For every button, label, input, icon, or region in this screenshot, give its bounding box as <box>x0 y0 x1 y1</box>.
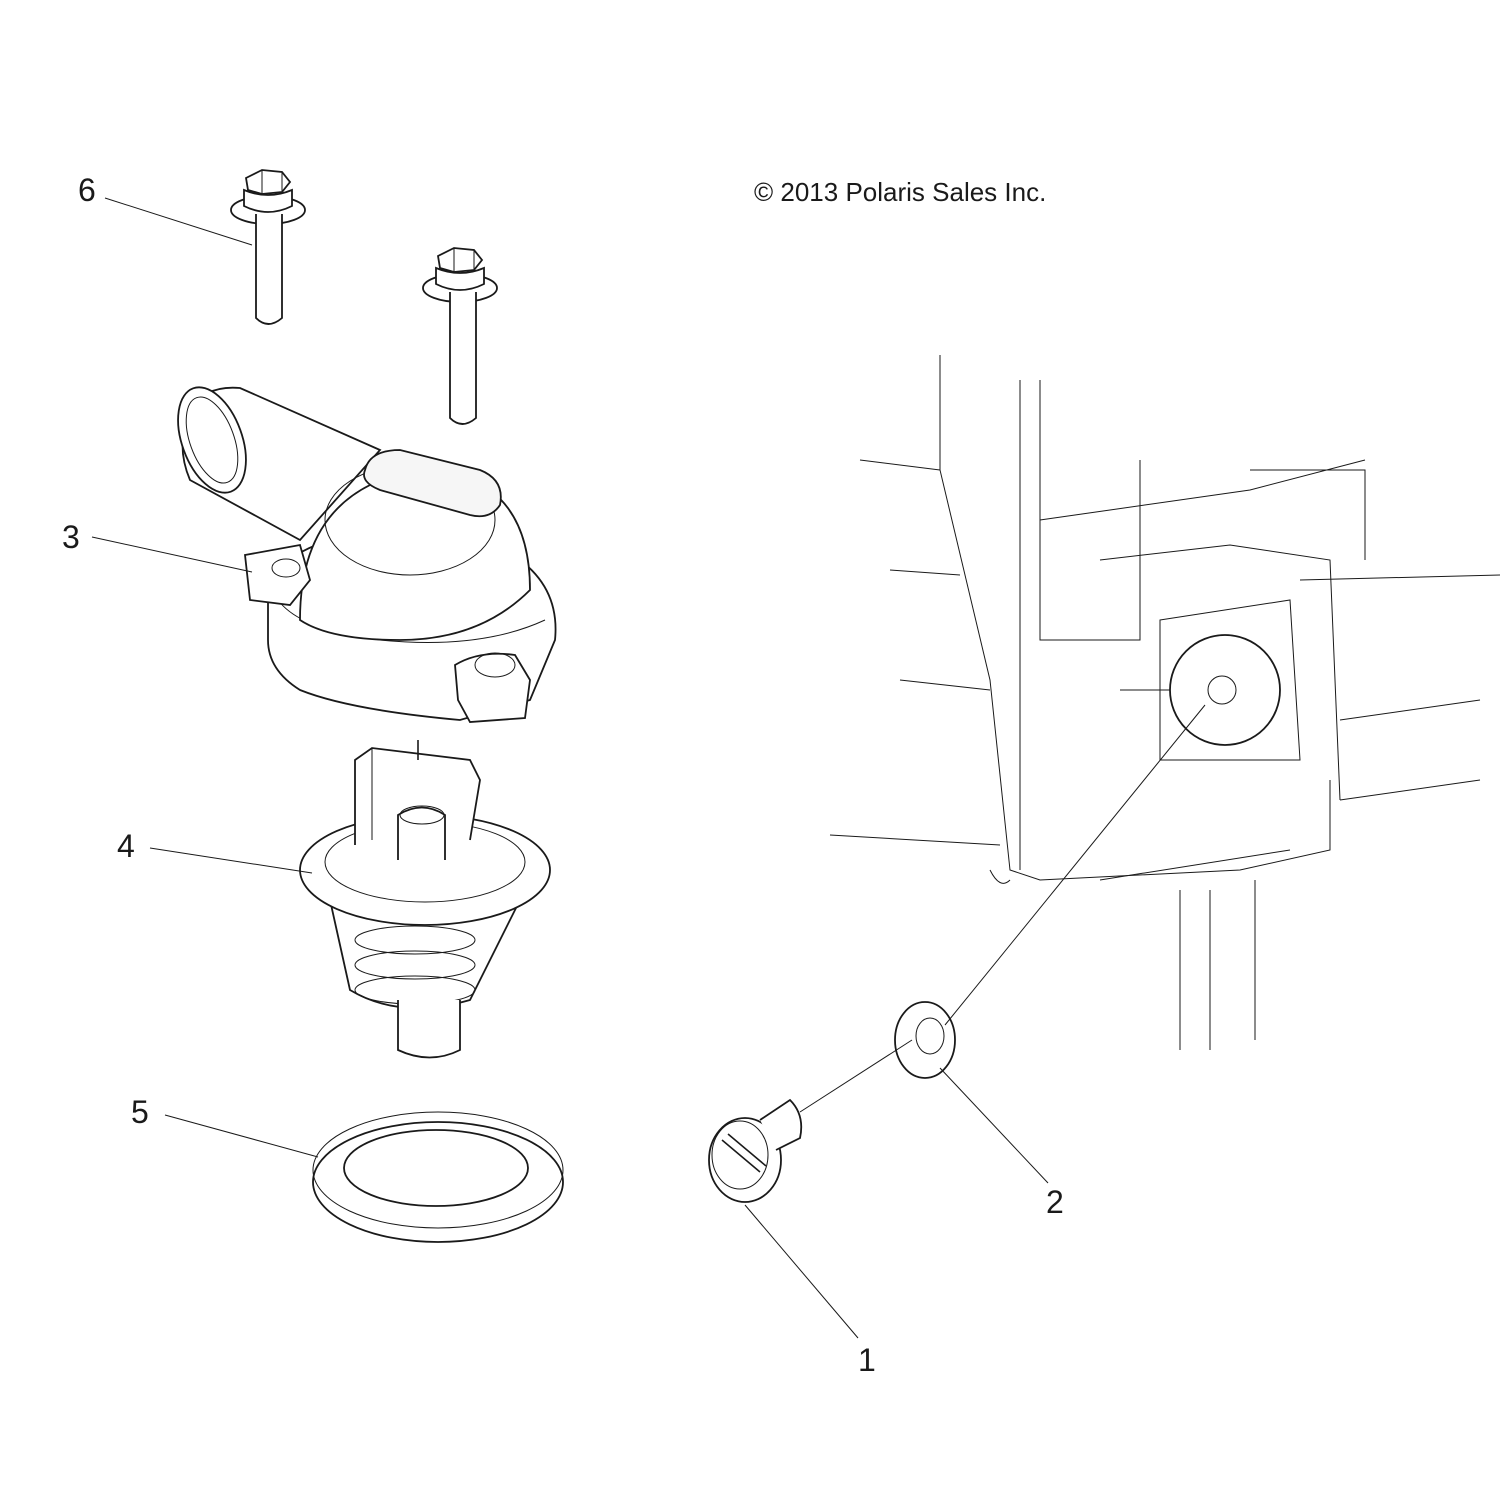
engine-block <box>829 355 1500 1050</box>
thermostat-part-4 <box>299 740 551 1059</box>
thermostat-housing-part-3 <box>177 386 557 723</box>
leader-line-4 <box>149 847 313 874</box>
centerline-washer <box>944 704 1206 1026</box>
callout-label-3: 3 <box>62 519 80 555</box>
callout-label-5: 5 <box>131 1094 149 1130</box>
callout-label-2: 2 <box>1046 1184 1064 1220</box>
copyright-notice: © 2013 Polaris Sales Inc. <box>754 177 1047 207</box>
callout-label-4: 4 <box>117 828 135 864</box>
leader-line-1 <box>744 1204 859 1339</box>
centerline-screw <box>799 1039 913 1113</box>
leader-line-6 <box>104 197 253 246</box>
leader-lines <box>91 197 1206 1339</box>
leader-line-3 <box>91 536 253 573</box>
callout-label-1: 1 <box>858 1342 876 1378</box>
callout-label-6: 6 <box>78 172 96 208</box>
leader-line-2 <box>939 1067 1049 1184</box>
seal-ring-part-5 <box>312 1111 564 1243</box>
drain-screw-part-1 <box>708 1098 803 1203</box>
bolt-part-6 <box>230 169 306 325</box>
bolt-part-6-second <box>422 247 498 425</box>
washer-part-2 <box>894 1001 956 1079</box>
leader-line-5 <box>164 1114 319 1158</box>
